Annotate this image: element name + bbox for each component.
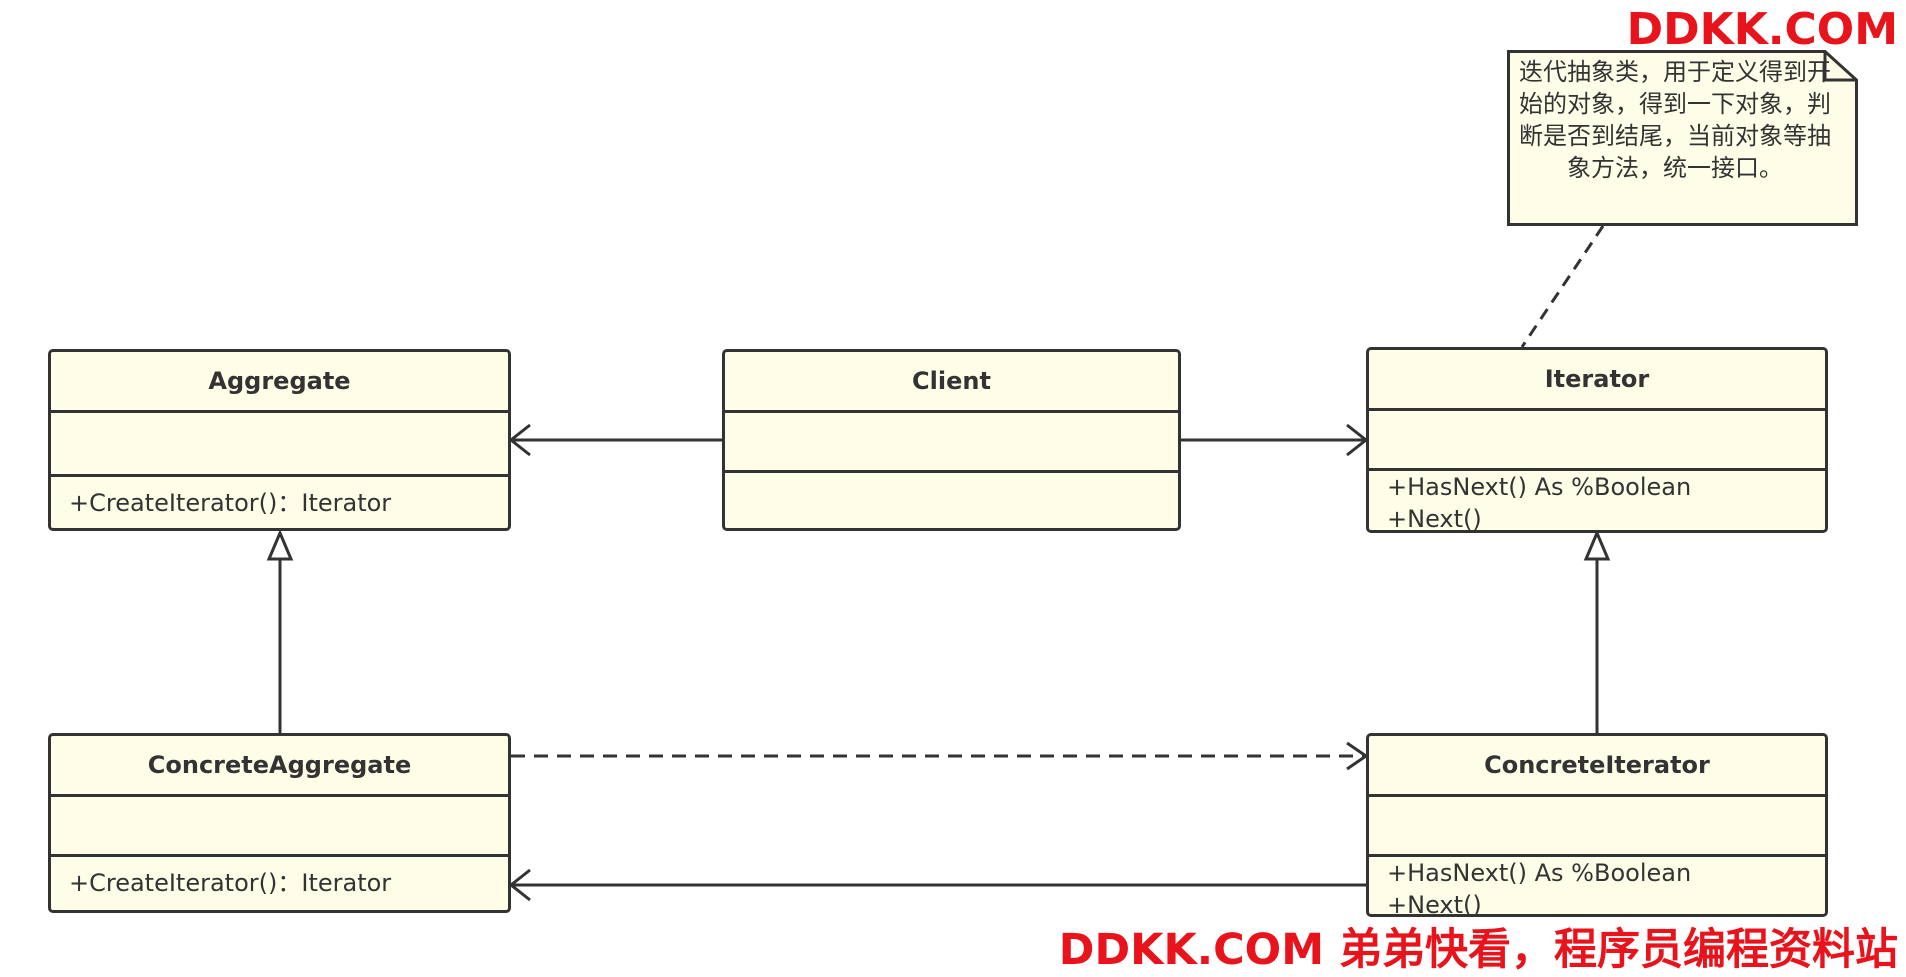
note-shape bbox=[1507, 50, 1858, 226]
methods-section bbox=[725, 470, 1178, 528]
attributes-section bbox=[51, 794, 508, 854]
attributes-section bbox=[1369, 408, 1825, 468]
class-name: Client bbox=[912, 367, 991, 395]
client-to-aggregate-arrowhead bbox=[508, 423, 531, 457]
class-concrete-aggregate[interactable]: ConcreteAggregate +CreateIterator()：Iter… bbox=[48, 733, 511, 913]
method-item: +CreateIterator()：Iterator bbox=[69, 869, 392, 897]
methods-section: +CreateIterator()：Iterator bbox=[51, 474, 508, 528]
method-item: +HasNext() As %Boolean bbox=[1387, 859, 1692, 887]
methods-section: +HasNext() As %Boolean +Next() bbox=[1369, 854, 1825, 919]
method-item: +Next() bbox=[1387, 891, 1482, 919]
class-name: Iterator bbox=[1544, 365, 1650, 393]
concrete-iterator-to-aggregate-arrowhead bbox=[508, 868, 531, 902]
class-client[interactable]: Client bbox=[722, 349, 1181, 531]
watermark-bottom: DDKK.COM 弟弟快看，程序员编程资料站 bbox=[1058, 925, 1898, 975]
class-aggregate[interactable]: Aggregate +CreateIterator()：Iterator bbox=[48, 349, 511, 531]
iterator-generalization-arrowhead bbox=[1583, 529, 1611, 561]
method-item: +HasNext() As %Boolean bbox=[1387, 473, 1692, 501]
class-name: ConcreteIterator bbox=[1484, 751, 1710, 779]
class-concrete-iterator[interactable]: ConcreteIterator +HasNext() As %Boolean … bbox=[1366, 733, 1828, 919]
attributes-section bbox=[51, 410, 508, 474]
methods-section: +HasNext() As %Boolean +Next() bbox=[1369, 468, 1825, 533]
methods-section: +CreateIterator()：Iterator bbox=[51, 854, 508, 910]
aggregate-generalization-arrowhead bbox=[266, 529, 294, 561]
class-name: ConcreteAggregate bbox=[147, 751, 412, 779]
note-text: 迭代抽象类，用于定义得到开始的对象，得到一下对象，判断是否到结尾，当前对象等抽象… bbox=[1519, 58, 1831, 182]
attributes-section bbox=[1369, 794, 1825, 854]
class-iterator[interactable]: Iterator +HasNext() As %Boolean +Next() bbox=[1366, 347, 1828, 533]
note-link-line bbox=[1520, 225, 1605, 348]
watermark-top: DDKK.COM bbox=[1626, 4, 1898, 55]
method-item: +Next() bbox=[1387, 505, 1482, 533]
attributes-section bbox=[725, 410, 1178, 470]
method-item: +CreateIterator()：Iterator bbox=[69, 489, 392, 517]
class-name: Aggregate bbox=[208, 367, 351, 395]
